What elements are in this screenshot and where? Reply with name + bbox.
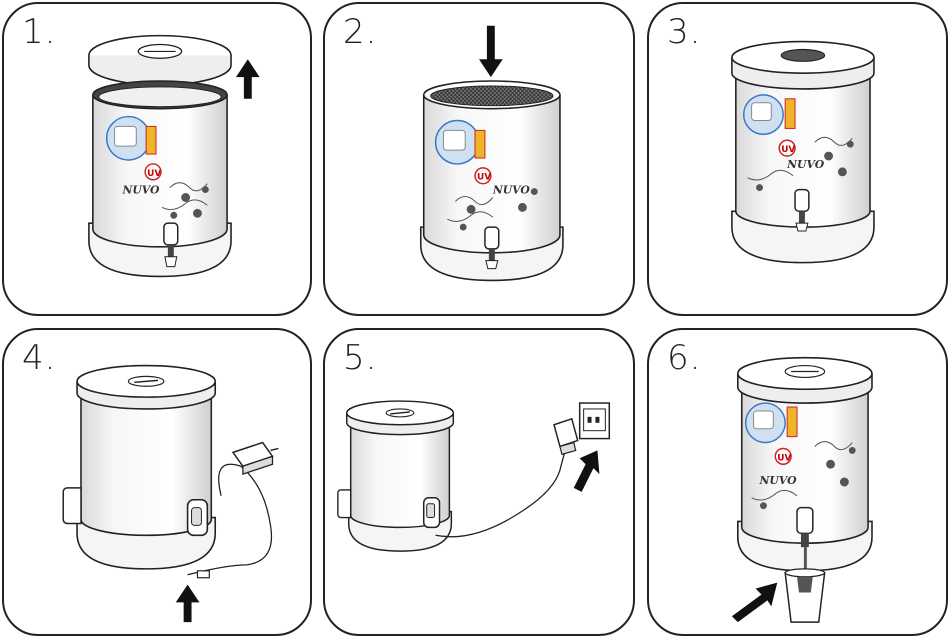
arrow-up-icon <box>176 585 200 623</box>
filter-mesh <box>431 86 553 106</box>
dispenser-body: UV NUVO <box>89 81 231 276</box>
step-panel-1: 1. UV NUVO <box>2 2 312 316</box>
step-2-illustration: UV NUVO <box>325 4 633 314</box>
dispenser-body <box>63 366 215 569</box>
arrow-up-icon <box>236 59 260 98</box>
cup-icon <box>785 569 824 622</box>
step-6-illustration: UV NUVO <box>649 330 946 634</box>
dispenser-body: UV NUVO <box>421 81 563 280</box>
svg-text:UV: UV <box>477 173 491 183</box>
svg-text:UV: UV <box>147 169 161 179</box>
dispenser-body <box>338 401 453 551</box>
dispenser-body: UV NUVO <box>732 42 874 263</box>
arrow-diagonal-icon <box>574 450 600 491</box>
power-cord <box>436 439 570 537</box>
tap <box>795 190 809 231</box>
brand-label: NUVO <box>121 184 160 197</box>
outlet-icon <box>580 403 610 439</box>
step-panel-6: 6. UV NUVO <box>647 328 948 636</box>
arrow-down-icon <box>479 26 503 77</box>
step-panel-4: 4. <box>2 328 312 636</box>
step-3-illustration: UV NUVO <box>649 4 946 314</box>
tap <box>164 223 178 266</box>
step-5-illustration <box>325 330 633 634</box>
brand-label: NUVO <box>759 474 798 487</box>
plug-icon <box>554 419 578 455</box>
step-panel-3: 3. UV NUVO <box>647 2 948 316</box>
svg-text:UV: UV <box>781 145 795 155</box>
brand-label: NUVO <box>786 158 825 171</box>
arrow-diagonal-icon <box>732 583 777 622</box>
step-1-illustration: UV NUVO <box>4 4 310 314</box>
brand-label: NUVO <box>492 184 531 197</box>
cord-connector <box>197 571 209 578</box>
tap <box>485 227 499 268</box>
step-panel-5: 5. <box>323 328 635 636</box>
dispenser-body: UV NUVO <box>738 358 872 581</box>
lid <box>89 36 231 85</box>
plug-icon <box>233 443 278 475</box>
step-panel-2: 2. UV NUVO <box>323 2 635 316</box>
svg-text:UV: UV <box>777 453 791 463</box>
step-4-illustration <box>4 330 310 634</box>
